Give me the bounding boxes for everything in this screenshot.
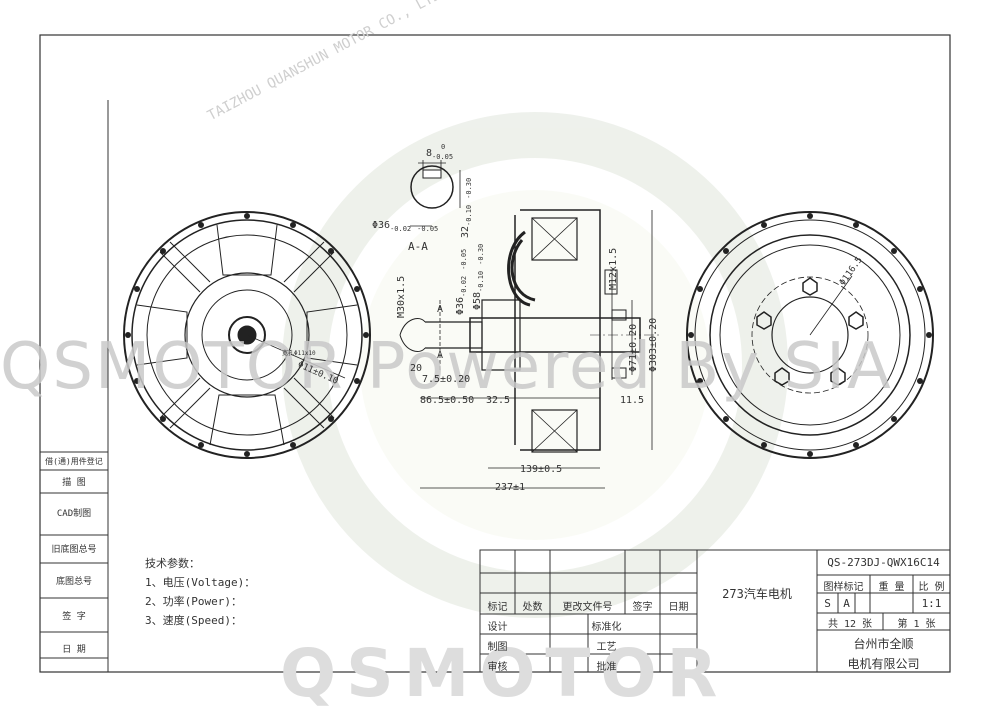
rev-hdr-mark: 标记 xyxy=(487,602,508,613)
rev-hdr-sign: 签字 xyxy=(632,602,653,613)
role-review: 审核 xyxy=(487,662,508,673)
left-front-view xyxy=(123,211,371,459)
dim-86-5: 86.5±0.50 xyxy=(420,395,475,406)
key-width: 8-0.05 xyxy=(426,148,454,161)
logo-watermark xyxy=(282,112,788,618)
dia-36: Φ36-0.02 -0.05 xyxy=(455,248,468,315)
stamp-row-4: 旧底图总号 xyxy=(51,545,97,555)
rev-hdr-docno: 更改文件号 xyxy=(562,602,613,613)
section-mark-bottom: A xyxy=(437,350,444,361)
left-small-note: 宽孔Φ11x10 xyxy=(282,350,316,357)
role-design: 设计 xyxy=(487,622,508,633)
title-block-frame xyxy=(479,549,951,673)
company-line1: 台州市全顺 xyxy=(853,637,914,651)
dim-139: 139±0.5 xyxy=(520,464,563,475)
left-stamp-table xyxy=(39,451,109,659)
stamp-row-2: 描 图 xyxy=(62,478,86,488)
thread-m12: M12x1.5 xyxy=(608,247,619,290)
hdr-weight: 重 量 xyxy=(878,582,905,593)
thread-m30: M30x1.5 xyxy=(396,275,407,318)
dia-58: Φ58-0.10 -0.30 xyxy=(472,243,485,310)
dim-20: 20 xyxy=(410,363,423,374)
tech-param-voltage: 1、电压(Voltage)： xyxy=(145,576,256,589)
dim-32-5: 32.5 xyxy=(486,395,511,406)
right-back-view xyxy=(686,211,934,459)
rev-hdr-count: 处数 xyxy=(522,602,543,613)
part-name: 273汽车电机 xyxy=(722,587,792,601)
role-process: 工艺 xyxy=(596,642,617,653)
section-aa-detail xyxy=(410,160,461,227)
mark-a: A xyxy=(843,597,850,610)
dim-11-5: 11.5 xyxy=(620,395,645,406)
dim-237: 237±1 xyxy=(495,482,526,493)
stamp-row-7: 日 期 xyxy=(62,645,86,655)
watermark-overlay: QSMOTOR Powered By SIA xyxy=(0,330,893,404)
sheet-total: 共 12 张 xyxy=(827,619,873,630)
rev-hdr-date: 日期 xyxy=(668,602,689,613)
scale-value: 1:1 xyxy=(921,597,942,610)
tech-param-speed: 3、速度(Speed)： xyxy=(145,614,242,627)
watermark-bottom: QSMOTOR xyxy=(280,635,728,712)
stamp-row-5: 底图总号 xyxy=(55,577,92,587)
role-approve: 批准 xyxy=(596,662,617,673)
dia-71: Φ71±0.20 xyxy=(628,323,639,372)
company-line2: 电机有限公司 xyxy=(847,657,920,671)
stamp-row-1: 借(通)用件登记 xyxy=(45,457,103,466)
hdr-scale: 比 例 xyxy=(918,582,945,593)
tech-params-title: 技术参数： xyxy=(145,557,200,570)
mark-s: S xyxy=(824,597,831,610)
stamp-row-6: 签 字 xyxy=(62,612,86,622)
section-label: A-A xyxy=(408,240,428,253)
stamp-row-3: CAD制图 xyxy=(56,509,92,519)
key-width-tol-top: 0 xyxy=(441,143,446,151)
role-standard: 标准化 xyxy=(591,622,622,633)
center-section-view xyxy=(399,209,660,489)
shaft-diameter: Φ36-0.02 -0.05 xyxy=(372,220,439,233)
dia-303: Φ303±0.20 xyxy=(648,317,659,372)
tech-param-power: 2、功率(Power)： xyxy=(145,595,242,608)
key-height: 32-0.10 -0.30 xyxy=(460,177,473,238)
dim-7-5: 7.5±0.20 xyxy=(422,374,471,385)
hdr-mark: 图样标记 xyxy=(823,582,864,593)
section-mark-top: A xyxy=(437,304,444,315)
drawing-number: QS-273DJ-QWX16C14 xyxy=(827,556,940,569)
sheet-number: 第 1 张 xyxy=(897,619,936,630)
role-drafting: 制图 xyxy=(487,642,508,653)
